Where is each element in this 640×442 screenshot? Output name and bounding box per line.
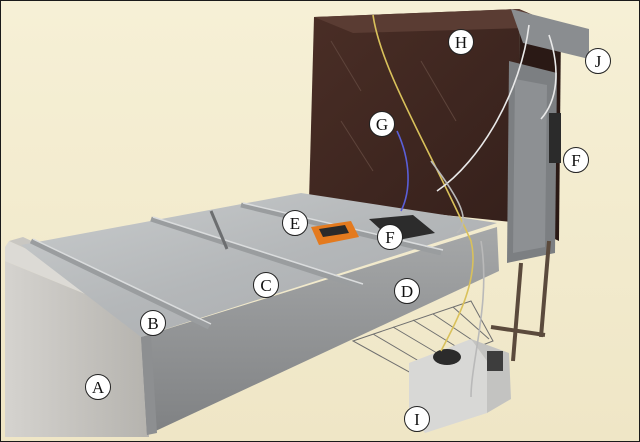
marker-c: C: [253, 272, 279, 298]
marker-e: E: [282, 210, 308, 236]
sensor-unit: [549, 113, 561, 163]
wiring: [372, 14, 557, 398]
thermometer-device: [369, 215, 435, 241]
marker-f-meter: F: [377, 224, 403, 250]
marker-h: H: [448, 29, 474, 55]
multimeter: [311, 221, 359, 245]
marker-d: D: [394, 278, 420, 304]
marker-g: G: [369, 111, 395, 137]
marker-a: A: [85, 374, 111, 400]
marker-b: B: [140, 310, 166, 336]
marker-i: I: [404, 406, 430, 432]
marker-f-sensor: F: [563, 147, 589, 173]
drying-cabinet: [309, 9, 589, 263]
voltage-regulator: [409, 339, 511, 433]
cabinet-stand: [490, 240, 551, 362]
marker-j: J: [585, 48, 611, 74]
